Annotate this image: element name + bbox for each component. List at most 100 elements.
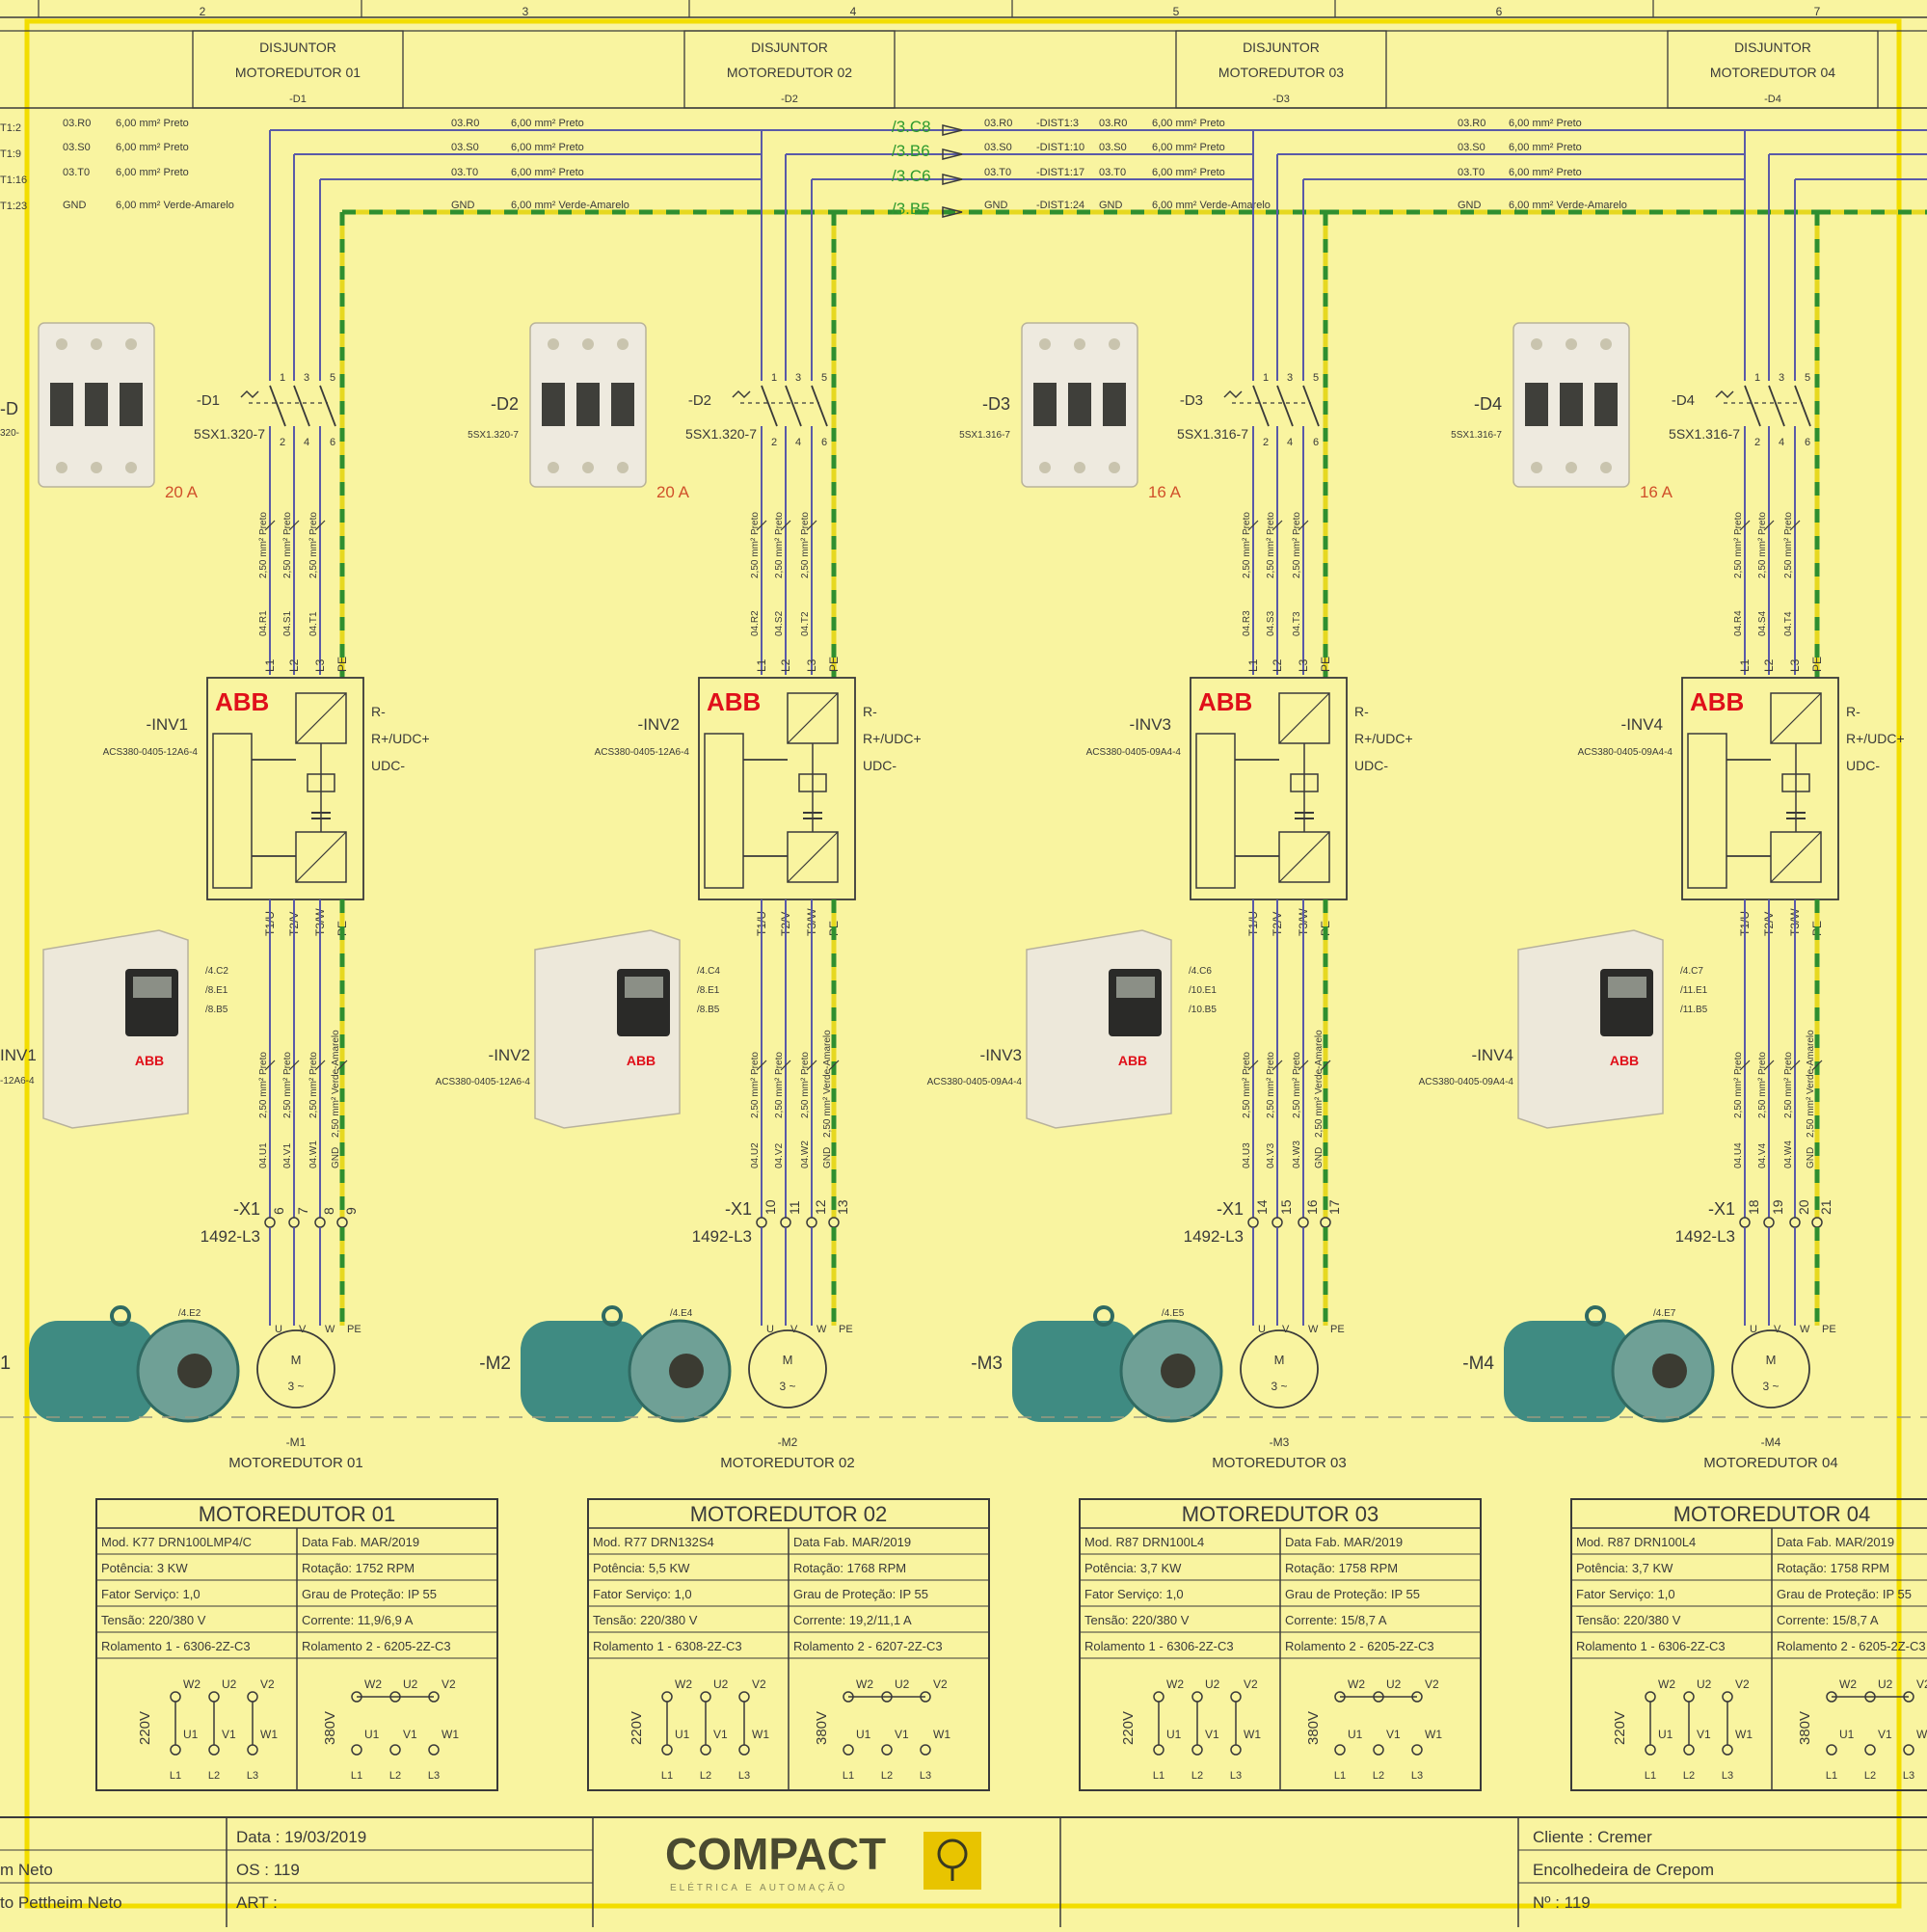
motor-symbol — [1731, 1329, 1810, 1409]
cable-size-label: 2,50 mm² Preto — [1783, 512, 1794, 578]
left-wire-ref: T1:23 — [0, 201, 27, 212]
inverter-photo-ref: /10.E1 — [1189, 985, 1217, 996]
motor-name: MOTOREDUTOR 02 — [720, 1455, 854, 1471]
terminal-number: 16 — [1304, 1199, 1320, 1215]
brake-chopper-icon — [307, 773, 335, 792]
inverter-input-terminal: L2 — [1271, 658, 1284, 672]
wiring-line-label: L1 — [351, 1770, 362, 1782]
inverter-tag: -INV4 — [1621, 715, 1663, 734]
cable-id-label: 04.W1 — [308, 1140, 319, 1168]
nameplate-cell: Rolamento 1 - 6306-2Z-C3 — [101, 1639, 251, 1653]
inverter-box — [1190, 677, 1348, 900]
breaker-contact — [269, 385, 286, 427]
nameplate-cell: Corrente: 15/8,7 A — [1777, 1613, 1879, 1627]
feed-wire-size: 6,00 mm² Preto — [511, 167, 584, 178]
breaker-photo-handle — [1068, 383, 1091, 426]
wire-slash-marker — [806, 1060, 817, 1071]
inverter-tag: -INV3 — [1130, 715, 1171, 734]
cable-id-label: 04.U2 — [750, 1142, 761, 1168]
feed-wire-id: 03.R0 — [451, 118, 479, 129]
wiring-label: V1 — [403, 1728, 417, 1741]
inverter-photo-ref: /8.B5 — [205, 1005, 228, 1015]
wiring-terminal — [389, 1744, 401, 1756]
wiring-label: U1 — [856, 1728, 871, 1741]
cable-size-label: 2,50 mm² Preto — [258, 512, 269, 578]
motor-terminal: W — [1800, 1324, 1810, 1335]
breaker-terminal-bottom: 4 — [795, 437, 801, 448]
wiring-label: U1 — [1166, 1728, 1182, 1741]
wire-slash-marker — [1763, 520, 1775, 531]
wiring-voltage: 220V — [629, 1711, 645, 1745]
wiring-line-label: L3 — [920, 1770, 931, 1782]
wiring-terminal — [1864, 1744, 1876, 1756]
wiring-label: W1 — [1244, 1728, 1261, 1741]
motor-terminal: U — [1258, 1324, 1266, 1335]
breaker-rating: 20 A — [656, 483, 690, 501]
cross-ref-link: /3.C6 — [892, 167, 931, 185]
wiring-line-label: L3 — [1722, 1770, 1733, 1782]
wiring-line-label: L1 — [661, 1770, 673, 1782]
header-tag: -D2 — [781, 94, 798, 105]
inverter-control-block — [212, 733, 253, 889]
cable-id-label: GND — [1806, 1147, 1816, 1168]
inverter-input-terminal: PE — [335, 657, 349, 672]
wire-slash-marker — [1789, 1060, 1801, 1071]
breaker-photo-screw — [1600, 462, 1612, 473]
motor-photo-body — [1012, 1321, 1137, 1422]
breaker-terminal-bottom: 6 — [1313, 437, 1319, 448]
wiring-terminal — [881, 1744, 893, 1756]
wiring-label: U2 — [403, 1677, 418, 1691]
wire-slash-marker — [1811, 1060, 1823, 1071]
breaker-terminal-bottom: 6 — [330, 437, 335, 448]
inverter-input-terminal: L2 — [1762, 658, 1776, 672]
feed-wire-id: GND — [63, 200, 87, 211]
wiring-label: W1 — [260, 1728, 278, 1741]
grid-column-number: 7 — [1814, 5, 1821, 18]
terminal-number: 20 — [1796, 1199, 1811, 1215]
inverter-control-block — [1687, 733, 1727, 889]
titleblock-number: Nº : 119 — [1533, 1893, 1591, 1912]
wiring-line-label: L2 — [1864, 1770, 1876, 1782]
inverter-input-terminal: L3 — [1788, 658, 1802, 672]
dc-terminal: UDC- — [371, 758, 405, 773]
motor-symbol-m: M — [1766, 1353, 1777, 1367]
cable-id-label: 04.W2 — [800, 1140, 811, 1168]
terminal-strip-model: 1492-L3 — [1184, 1227, 1244, 1246]
inverter-photo-model: ACS380-0405-09A4-4 — [1419, 1077, 1514, 1087]
breaker-contact — [1252, 385, 1270, 427]
inverter-photo-display — [1116, 977, 1155, 998]
wiring-label: V1 — [895, 1728, 909, 1741]
motor-terminal: W — [816, 1324, 827, 1335]
feed-wire-size: 6,00 mm² Preto — [1509, 142, 1582, 153]
nameplate-cell: Rotação: 1758 RPM — [1777, 1561, 1889, 1575]
motor-name: MOTOREDUTOR 04 — [1703, 1455, 1837, 1471]
dc-terminal: UDC- — [1846, 758, 1880, 773]
wiring-voltage: 220V — [137, 1711, 153, 1745]
block-diagonal — [1770, 831, 1822, 883]
feed-wire-id: 03.R0 — [63, 118, 91, 129]
nameplate-cell: Rotação: 1752 RPM — [302, 1561, 415, 1575]
motor-photo-ref: /4.E7 — [1653, 1308, 1676, 1319]
header-box — [1175, 30, 1387, 109]
nameplate-cell: Rolamento 2 - 6205-2Z-C3 — [1777, 1639, 1926, 1653]
cable-id-label: 04.U1 — [258, 1142, 269, 1168]
wiring-label: U1 — [183, 1728, 199, 1741]
terminal-strip-tag: -X1 — [725, 1199, 752, 1219]
header-box — [1667, 30, 1879, 109]
wiring-line-label: L1 — [1153, 1770, 1164, 1782]
inverter-input-terminal: L3 — [313, 658, 327, 672]
wiring-label: V2 — [752, 1677, 766, 1691]
wiring-label: V1 — [713, 1728, 728, 1741]
nameplate-cell: Rolamento 1 - 6306-2Z-C3 — [1084, 1639, 1234, 1653]
wiring-label: W1 — [1735, 1728, 1753, 1741]
nameplate-cell: Fator Serviço: 1,0 — [593, 1587, 692, 1601]
wiring-label: V1 — [1697, 1728, 1711, 1741]
header-line2: MOTOREDUTOR 03 — [1218, 65, 1344, 80]
feed-wire-id: 03.T0 — [1458, 167, 1485, 178]
cable-id-label: 04.W4 — [1783, 1140, 1794, 1168]
cable-id-label: GND — [331, 1147, 341, 1168]
abb-logo: ABB — [707, 687, 761, 716]
inverter-photo-ref: /11.E1 — [1680, 985, 1708, 996]
cable-size-label: 2,50 mm² Preto — [1292, 512, 1302, 578]
